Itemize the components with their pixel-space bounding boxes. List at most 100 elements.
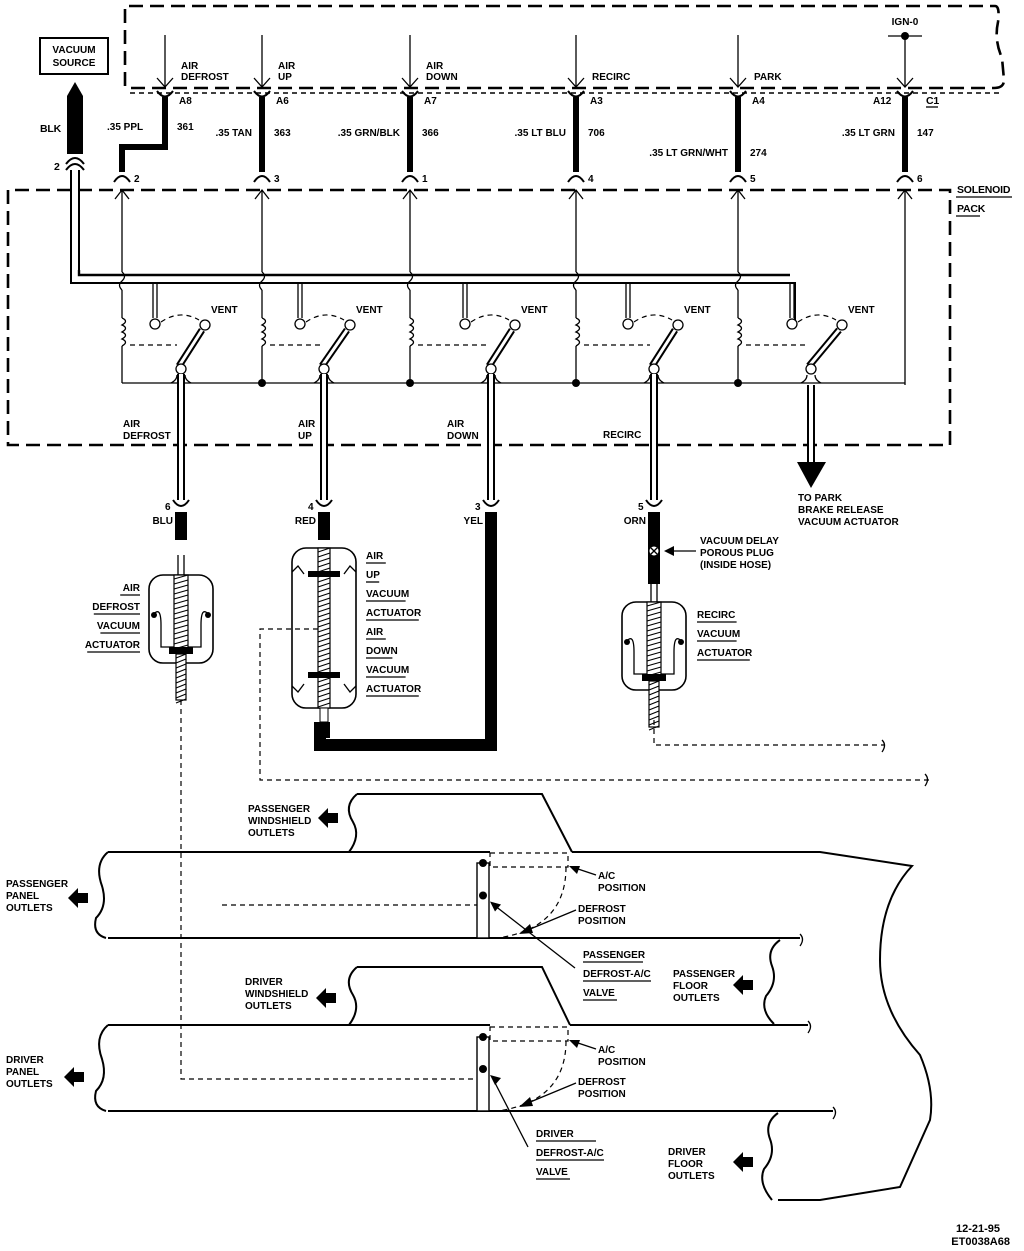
actuator-label: RECIRC (697, 610, 735, 621)
outlet-label: OUTLETS (248, 828, 295, 839)
vent-label: VENT (848, 305, 875, 316)
ign-label: IGN-0 (892, 17, 919, 28)
wire-label: .35 LT GRN/WHT (649, 148, 728, 159)
vacuum-port-icon (294, 318, 306, 330)
terminal-icon (401, 175, 419, 183)
outlet-label: PANEL (6, 891, 39, 902)
footer-code: ET0038A68 (951, 1236, 1010, 1248)
vacuum-port-icon (149, 318, 161, 330)
wire-label: .35 PPL (107, 122, 143, 133)
outlet-label: DRIVER (6, 1055, 45, 1066)
outlet-label: PANEL (6, 1067, 39, 1078)
vent-label: VENT (521, 305, 548, 316)
outlet-label: PASSENGER (673, 969, 736, 980)
cavity-number: 5 (638, 502, 644, 513)
valve-label: PASSENGER (583, 950, 646, 961)
arrowhead-icon (729, 77, 747, 88)
outlet-label: WINDSHIELD (248, 816, 311, 827)
ac-position-label-2: POSITION (598, 1057, 646, 1068)
defrost-ac-valves: A/CPOSITIONDEFROSTPOSITIONPASSENGERDEFRO… (476, 852, 651, 1180)
arrowhead-icon (253, 77, 271, 88)
signal-label: DOWN (426, 72, 458, 83)
solenoid-valve-5: VENT (734, 271, 905, 387)
wire-label: .35 LT GRN (842, 128, 895, 139)
terminal-icon (113, 175, 131, 183)
arrowhead-icon (401, 77, 419, 88)
vent-port-icon (836, 319, 848, 331)
terminal-icon (253, 90, 271, 98)
valve-label: VALVE (583, 988, 615, 999)
valve-flap (476, 1036, 490, 1112)
outlet-label: OUTLETS (668, 1171, 715, 1182)
solenoid-valves: VENT VENT VENT VENT VENT (118, 271, 905, 387)
hose-color: BLU (152, 516, 173, 527)
hose-color: YEL (464, 516, 483, 527)
junction-dot (734, 379, 742, 387)
pivot-icon (175, 363, 187, 375)
piston-up (308, 571, 340, 577)
vacuum-port-icon (786, 318, 798, 330)
outlet-label: DRIVER (245, 977, 284, 988)
output-label: DOWN (447, 431, 479, 442)
connector-id: C1 (926, 95, 939, 107)
valve-pivot (479, 859, 487, 867)
solenoid-valve-4: VENT (572, 271, 738, 387)
hose-sleeve (175, 512, 187, 540)
coil-icon (574, 317, 581, 347)
vent-port-icon (509, 319, 521, 331)
circuit-number: 706 (588, 128, 605, 139)
actuator-label: VACUUM (366, 589, 409, 600)
vent-label: VENT (211, 305, 238, 316)
actuator-label: DEFROST (92, 602, 140, 613)
park-brake-label-2: BRAKE RELEASE (798, 505, 884, 516)
wire-crossover (258, 271, 266, 291)
pivot-icon (485, 363, 497, 375)
arrow-icon (519, 924, 533, 934)
cavity-number: 6 (917, 174, 923, 185)
park-brake-label-1: TO PARK (798, 493, 843, 504)
defrost-position-label-2: POSITION (578, 1089, 626, 1100)
wire (119, 97, 168, 172)
switch-arc (797, 314, 837, 323)
vent-port-icon (344, 319, 356, 331)
actuator-label: VACUUM (97, 621, 140, 632)
pin-label: A7 (424, 96, 437, 107)
down-arrow-icon (797, 462, 826, 488)
solenoid-valve-2: VENT (258, 271, 410, 387)
defrost-position-label-1: DEFROST (578, 1077, 626, 1088)
porous-plug-label-2: POROUS PLUG (700, 548, 774, 559)
valve-label: DEFROST-A/C (583, 969, 651, 980)
terminal-icon (401, 90, 419, 98)
pivot-icon (648, 363, 660, 375)
pin-label: A12 (873, 96, 892, 107)
porous-plug: VACUUM DELAY POROUS PLUG (INSIDE HOSE) (648, 536, 779, 571)
outlet-label: FLOOR (668, 1159, 704, 1170)
yel-hose (314, 512, 497, 751)
arrowhead-icon (156, 77, 174, 88)
hose-sleeve (318, 512, 330, 540)
wire-label: .35 LT BLU (515, 128, 566, 139)
signal-label: AIR (426, 61, 444, 72)
vent-label: VENT (356, 305, 383, 316)
output-label: AIR (298, 419, 316, 430)
terminal-icon (567, 175, 585, 183)
vacuum-source-box: VACUUM SOURCE (39, 37, 109, 75)
actuator-label: ACTUATOR (697, 648, 753, 659)
cavity-number: 4 (588, 174, 594, 185)
switch-arc (633, 314, 673, 323)
valve-linkage-point (479, 891, 487, 900)
ac-position-label-1: A/C (598, 871, 615, 882)
coil-icon (736, 317, 743, 347)
valve-label: DEFROST-A/C (536, 1148, 604, 1159)
cavity-number: 1 (422, 174, 428, 185)
pivot-icon (318, 363, 330, 375)
